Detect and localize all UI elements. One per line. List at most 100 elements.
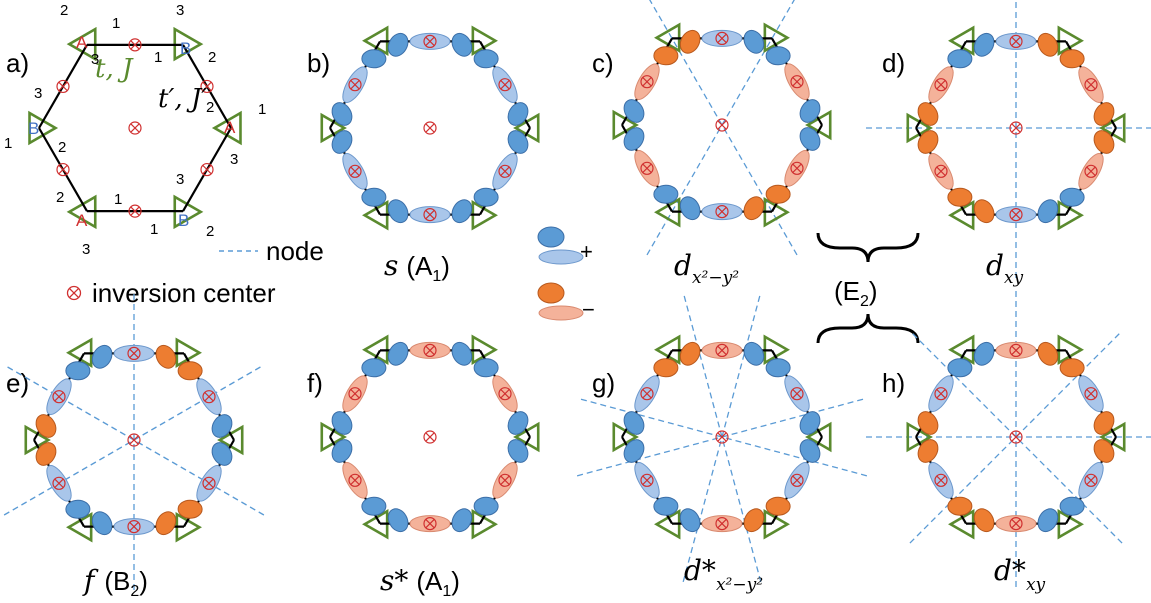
inversion-circle	[348, 164, 362, 178]
inversion-cross	[1086, 166, 1096, 176]
panel-label: d)	[882, 48, 905, 78]
minus-lobe	[917, 130, 939, 154]
minus-lobe	[1093, 439, 1115, 463]
minus-lobe	[177, 361, 203, 381]
site-index-numbers: 2 1 3 3 1 2 3 1 2 2 1 3 2 1 3 3 1 2	[4, 2, 266, 258]
minus-lobe	[35, 442, 57, 466]
plus-lobe	[1037, 508, 1059, 533]
lattice	[576, 291, 868, 583]
inversion-circle	[1009, 517, 1023, 531]
minus-lobe	[947, 187, 973, 207]
inversion-cross	[717, 120, 727, 130]
plus-lobe	[361, 49, 387, 69]
inversion-circle	[127, 433, 141, 447]
plus-lobe	[799, 99, 821, 123]
inversion-circle	[423, 517, 437, 531]
inversion-center-icon	[498, 387, 512, 401]
inversion-circle	[715, 31, 729, 45]
inversion-center-icon	[715, 430, 729, 444]
inversion-cross	[58, 164, 68, 175]
inversion-cross	[54, 478, 64, 488]
panel-caption: s(A1)	[384, 249, 450, 285]
inversion-cross	[130, 206, 140, 216]
inversion-center-icon	[1084, 164, 1098, 178]
panel-g: g) d*x²−y²	[576, 291, 868, 595]
inversion-cross	[129, 348, 139, 359]
inversion-circle	[1009, 430, 1023, 444]
site-label-a: A	[224, 118, 236, 137]
inversion-circle	[128, 38, 142, 52]
inversion-center-icon	[127, 433, 141, 447]
minus-lobe	[1093, 102, 1115, 126]
inversion-center-icon	[498, 164, 512, 178]
inversion-circle	[498, 164, 512, 178]
inversion-circle	[640, 161, 654, 175]
plus-lobe	[507, 411, 529, 435]
legend-plus-dark	[537, 226, 565, 248]
inversion-cross	[500, 389, 510, 399]
inversion-circle	[202, 390, 216, 404]
inversion-center-icon	[790, 161, 804, 175]
inversion-circle	[200, 79, 214, 94]
inversion-circle	[128, 204, 142, 218]
plus-lobe	[507, 102, 529, 126]
site-index: 2	[60, 2, 68, 19]
inversion-center-icon	[790, 473, 804, 487]
inversion-circle	[423, 430, 437, 444]
plus-lobe	[331, 130, 353, 154]
inversion-cross	[1011, 518, 1021, 529]
site-index: 1	[150, 221, 158, 238]
pairing-panels: b) s(A1) c) dx²−y² d) dxy e) f(B2) f) s*…	[3, 0, 1151, 600]
inversion-center-icon	[715, 517, 729, 531]
e2-brace: (E2)	[816, 232, 920, 344]
lattice	[612, 0, 832, 256]
inversion-center-icon	[790, 75, 804, 89]
inversion-center-icon	[715, 118, 729, 132]
inversion-cross	[425, 432, 435, 442]
inversion-circle	[56, 79, 70, 94]
inversion-circle	[348, 78, 362, 92]
inversion-cross	[936, 80, 946, 90]
plus-lobe	[65, 361, 91, 381]
plus-lobe	[387, 508, 409, 533]
plus-lobe	[387, 341, 409, 366]
inversion-center-icon	[423, 517, 437, 531]
plus-lobe	[451, 508, 473, 533]
plus-lobe	[361, 358, 387, 378]
minus-lobe	[765, 184, 791, 204]
inversion-circle	[423, 343, 437, 357]
inversion-circle	[127, 346, 141, 360]
plus-lobe	[211, 442, 233, 466]
plus-lobe	[473, 49, 499, 69]
inversion-cross	[642, 389, 652, 399]
inversion-circle	[52, 476, 66, 490]
plus-lobe	[91, 344, 113, 369]
plus-lobe	[799, 127, 821, 151]
plus-lobe	[451, 32, 473, 57]
inversion-center-icon	[56, 79, 70, 94]
panel-label: f)	[307, 368, 323, 398]
site-index: 1	[258, 101, 266, 118]
inversion-circle	[934, 164, 948, 178]
inversion-circle	[790, 75, 804, 89]
inversion-center-icon	[715, 205, 729, 219]
inversion-cross	[642, 475, 652, 485]
minus-lobe	[973, 199, 995, 224]
plus-lobe	[473, 496, 499, 516]
lattice	[866, 287, 1151, 587]
inversion-circle	[1084, 78, 1098, 92]
plus-lobe	[1059, 187, 1085, 207]
minus-lobe	[743, 196, 765, 221]
site-index: 3	[176, 2, 184, 19]
site-label-b: B	[28, 119, 39, 138]
panel-a-site-labels: A B A B A B	[28, 33, 236, 230]
lattice	[320, 25, 540, 231]
inversion-circle	[423, 208, 437, 222]
inversion-center-icon	[423, 121, 437, 135]
minus-lobe	[679, 29, 701, 54]
inversion-cross	[129, 435, 139, 445]
inversion-center-icon	[127, 520, 141, 534]
inversion-cross	[425, 36, 435, 47]
inversion-cross	[58, 81, 68, 92]
inversion-center-icon	[715, 31, 729, 45]
